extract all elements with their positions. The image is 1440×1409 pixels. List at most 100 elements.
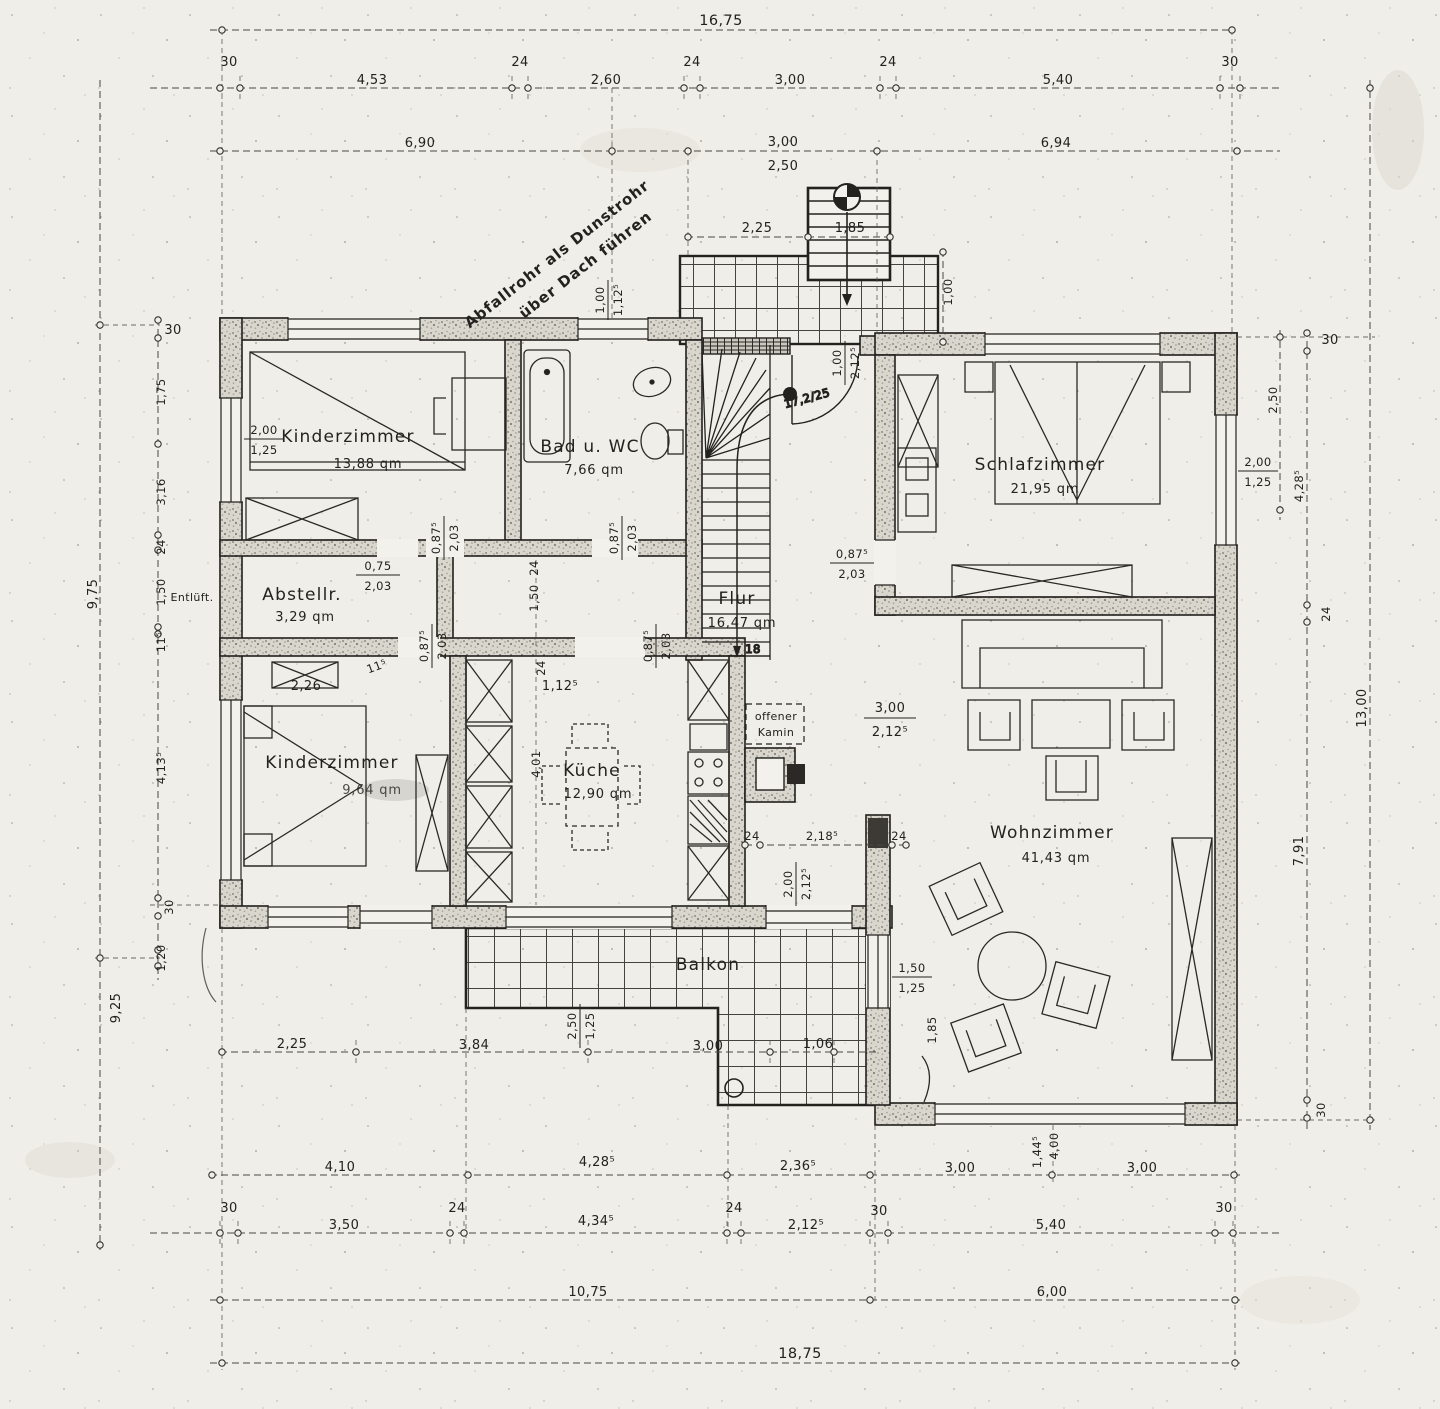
plant-squiggle: [921, 1055, 931, 1103]
dim-label: 30: [1314, 1102, 1328, 1117]
dim-label: 3,00: [775, 73, 806, 88]
stair-down-arrow: [733, 646, 741, 658]
window-wohnzimmer-left: [866, 934, 890, 1009]
dim-label: 4,10: [325, 1160, 356, 1175]
wall-kitchen-left: [449, 655, 467, 907]
desk-kz1: [433, 377, 507, 451]
svg-text:2,00: 2,00: [250, 423, 277, 437]
dim-label: 30: [1221, 55, 1238, 70]
armchair-3: [1045, 755, 1099, 801]
svg-text:0,87⁵: 0,87⁵: [641, 630, 655, 662]
dim-label: 24: [879, 55, 896, 70]
dim-fraction-window-right: 2,00 1,25: [1238, 455, 1278, 489]
dim-label: 3,16: [154, 478, 168, 505]
door-kz2: [398, 637, 440, 657]
fireplace: offener Kamin: [744, 703, 805, 803]
armchair-6: [1041, 960, 1111, 1030]
dim-fraction-door: 0,87⁵ 2,03: [641, 624, 673, 668]
windows-doors: [219, 317, 1238, 1126]
bed-kz1: [249, 351, 466, 471]
wall-kitchen-right: [728, 655, 746, 907]
double-bed-schlafzimmer: [964, 361, 1191, 505]
dim-fraction-door: 0,87⁵ 2,03: [607, 516, 639, 560]
room-label-kueche: Küche: [563, 761, 621, 781]
dim-label: 24: [511, 55, 528, 70]
dim-label: 4,28⁵: [579, 1155, 615, 1170]
dim-label: 24: [154, 539, 168, 554]
dim-label: 3,00: [768, 135, 799, 150]
dim-label: 13,00: [1355, 688, 1370, 727]
armchair-2: [1121, 699, 1175, 751]
svg-text:0,87⁵: 0,87⁵: [836, 547, 868, 561]
dim-label: 6,90: [405, 136, 436, 151]
dim-label: 1,06: [803, 1037, 834, 1052]
svg-text:2,12⁵: 2,12⁵: [799, 868, 813, 900]
vent-label: Entlüft.: [171, 591, 214, 604]
svg-text:2,03: 2,03: [447, 524, 461, 551]
svg-text:2,03: 2,03: [838, 567, 865, 581]
svg-text:2,12⁵: 2,12⁵: [872, 725, 908, 740]
dim-label: 1,50: [527, 584, 541, 611]
balcony-drain: [724, 1078, 744, 1098]
door-kz1: [426, 539, 464, 557]
window-schlafzimmer-top: [984, 332, 1161, 356]
room-label-schlafzimmer: Schlafzimmer: [975, 455, 1106, 475]
room-label-flur: Flur: [718, 589, 755, 609]
dim-label: 2,18⁵: [806, 829, 838, 843]
svg-text:2,03: 2,03: [659, 632, 673, 659]
down-arrow: [842, 294, 852, 306]
svg-text:2,00: 2,00: [1244, 455, 1271, 469]
dim-label: 1,85: [925, 1016, 939, 1043]
dim-label: 3,00: [693, 1039, 724, 1054]
door-kz2-balcony: [359, 905, 433, 929]
washstand-schlafzimmer: [897, 447, 937, 533]
svg-text:1,25: 1,25: [250, 443, 277, 457]
exterior-stair: [806, 183, 892, 306]
dim-label: 16,75: [699, 13, 743, 29]
svg-text:1,00: 1,00: [593, 286, 607, 313]
dim-label: 30: [220, 55, 237, 70]
dim-label: 30: [1215, 1201, 1232, 1216]
room-label-bad: Bad u. WC: [540, 437, 639, 457]
handrail-post: [783, 387, 797, 401]
dim-label: 1,75: [154, 378, 168, 405]
dim-label: 1,20: [154, 944, 168, 971]
wc: [640, 422, 684, 460]
dim-label: 3,00: [945, 1161, 976, 1176]
fireplace-label-2: Kamin: [758, 726, 795, 739]
glass-block-band: [701, 337, 791, 355]
dim-fraction-wz-window: 1,50 1,25: [892, 961, 932, 995]
dim-label: 24: [891, 829, 906, 843]
dresser-schlafzimmer: [897, 374, 939, 468]
fireplace-label-1: offener: [755, 710, 797, 723]
furniture: [243, 349, 1213, 1103]
dim-label: 30: [870, 1204, 887, 1219]
room-labels: Kinderzimmer 13,88 qm Bad u. WC 7,66 qm …: [262, 427, 1113, 975]
armchair-5: [949, 1003, 1023, 1073]
svg-text:2,50: 2,50: [565, 1012, 579, 1039]
room-area-bad: 7,66 qm: [564, 463, 624, 478]
kitchen-table: [541, 723, 641, 851]
dim-label: 1,85: [835, 221, 866, 236]
window-kz1-top: [287, 317, 421, 341]
door-schlafzimmer: [874, 539, 896, 586]
room-area-kinderzimmer-2: 9,64 qm: [342, 783, 402, 798]
svg-text:0,75: 0,75: [364, 559, 391, 573]
dim-label: 2,25: [742, 221, 773, 236]
room-area-kinderzimmer-1: 13,88 qm: [334, 457, 403, 472]
dim-label: 1,00: [941, 278, 955, 305]
svg-text:2,03: 2,03: [435, 632, 449, 659]
window-kueche-bottom: [505, 905, 673, 929]
svg-text:0,87⁵: 0,87⁵: [417, 630, 431, 662]
svg-text:1,50: 1,50: [898, 961, 925, 975]
room-area-abstellraum: 3,29 qm: [275, 610, 335, 625]
room-area-flur: 16,47 qm: [708, 616, 777, 631]
dim-label: 2,26: [291, 679, 322, 694]
wardrobe-kz1: [245, 497, 359, 541]
window-kz2-left: [219, 699, 243, 881]
dim-label: 5,40: [1043, 73, 1074, 88]
round-table: [977, 931, 1047, 1001]
sofa-wohnzimmer: [961, 619, 1163, 689]
sink-bad: [632, 366, 672, 398]
